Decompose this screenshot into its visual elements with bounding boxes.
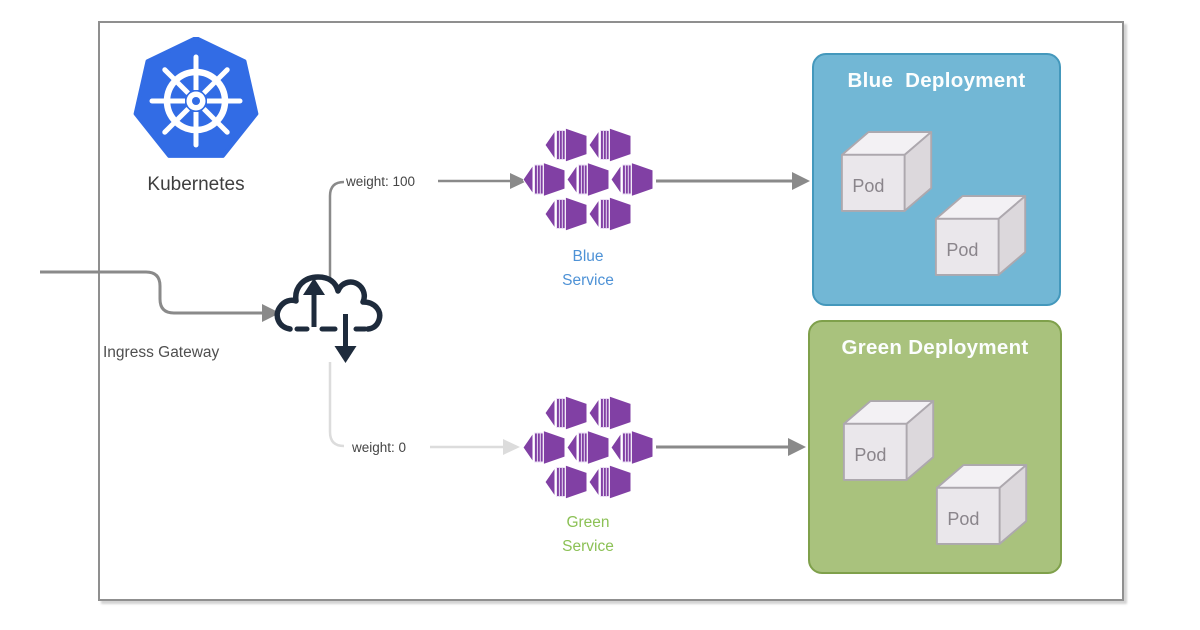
green-service-label-line1: Green [566, 514, 610, 531]
blue-pod-1-label: Pod [852, 176, 884, 196]
green-weight-label: weight: 0 [352, 440, 407, 455]
ingress-gateway-label: Ingress Gateway [103, 344, 220, 361]
green-deployment-title: Green Deployment [841, 336, 1029, 359]
green-service-label: Green Service [523, 511, 653, 559]
blue-service-label-line2: Service [562, 272, 614, 290]
ingress-gateway-cloud-icon [274, 274, 383, 363]
blue-service-containers-icon [523, 128, 653, 231]
blue-pod-1: Pod [840, 131, 933, 212]
kubernetes-logo-icon [133, 37, 259, 158]
green-pod-2-label: Pod [947, 509, 979, 529]
blue-weight-label: weight: 100 [346, 174, 416, 189]
blue-service-label: Blue Service [523, 245, 653, 293]
blue-deployment-title: Blue Deployment [847, 69, 1026, 92]
green-pod-1-label: Pod [854, 445, 886, 465]
blue-service-label-line1: Blue [572, 248, 604, 265]
blue-deployment-box: Blue Deployment Pod Pod [812, 53, 1061, 306]
blue-pod-2: Pod [934, 195, 1027, 276]
kubernetes-label: Kubernetes [147, 174, 245, 195]
green-service-containers-icon [523, 396, 653, 499]
green-deployment-box: Green Deployment Pod Pod [808, 320, 1062, 574]
green-service-label-line2: Service [562, 538, 614, 556]
green-pod-1: Pod [842, 400, 935, 481]
green-pod-2: Pod [935, 464, 1028, 545]
blue-pod-2-label: Pod [946, 240, 978, 260]
